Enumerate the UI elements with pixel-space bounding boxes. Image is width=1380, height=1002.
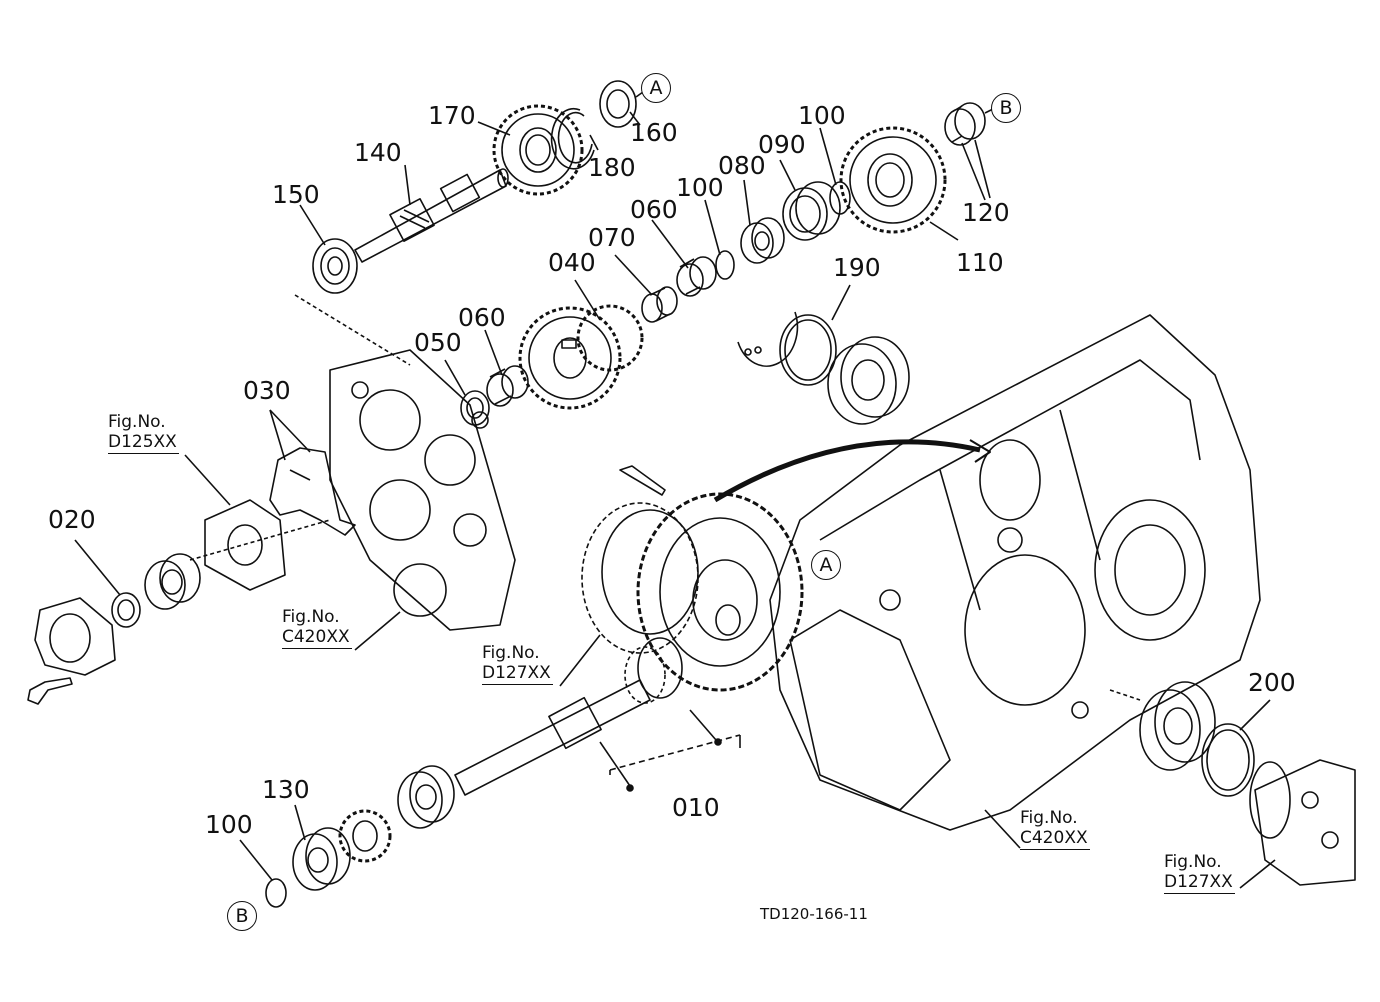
shaft-140-shape bbox=[354, 168, 509, 263]
needle-bearing-060b-shape bbox=[486, 365, 529, 407]
fig-ref-code: D127XX bbox=[1164, 872, 1235, 894]
fig-ref-d127xx-right: Fig.No. D127XX bbox=[1164, 852, 1235, 894]
ring-200-shape bbox=[1201, 723, 1255, 797]
part-label-180: 180 bbox=[588, 153, 636, 182]
part-label-140: 140 bbox=[354, 138, 402, 167]
part-label-150: 150 bbox=[272, 180, 320, 209]
bearing-left-shape bbox=[144, 553, 201, 610]
part-label-090: 090 bbox=[758, 130, 806, 159]
bearing-lower-shape bbox=[397, 765, 455, 829]
drawing-reference: TD120-166-11 bbox=[760, 905, 868, 923]
part-label-190: 190 bbox=[833, 253, 881, 282]
fig-ref-code: D127XX bbox=[482, 663, 553, 685]
part-label-080: 080 bbox=[718, 151, 766, 180]
marker-b-lower: B bbox=[227, 901, 257, 931]
bolt-left-shape bbox=[27, 677, 73, 705]
part-label-060-upper: 060 bbox=[630, 195, 678, 224]
fig-ref-prefix: Fig.No. bbox=[1164, 852, 1222, 872]
bearing-right-shape bbox=[827, 336, 910, 425]
fig-ref-code: D125XX bbox=[108, 432, 179, 454]
gear-110-shape bbox=[839, 126, 947, 234]
shaft-010-shape bbox=[454, 637, 683, 796]
snap-ring-100b-shape bbox=[715, 250, 735, 280]
snap-ring-180-shape bbox=[550, 107, 595, 170]
side-case-shape bbox=[329, 349, 516, 631]
fig-ref-prefix: Fig.No. bbox=[108, 412, 166, 432]
ring-190a-shape bbox=[737, 311, 799, 367]
part-label-020: 020 bbox=[48, 505, 96, 534]
fig-ref-d125xx: Fig.No. D125XX bbox=[108, 412, 179, 454]
ring-gear-shape bbox=[636, 492, 804, 692]
part-label-060-lower: 060 bbox=[458, 303, 506, 332]
fig-ref-code: C420XX bbox=[1020, 828, 1090, 850]
gear-040-shape bbox=[518, 304, 644, 410]
marker-a-case: A bbox=[811, 550, 841, 580]
fig-ref-prefix: Fig.No. bbox=[282, 607, 340, 627]
transmission-case-shape bbox=[769, 314, 1261, 831]
plate-left-shape bbox=[204, 499, 286, 591]
part-label-010: 010 bbox=[672, 793, 720, 822]
needle-bearing-120-shape bbox=[944, 102, 986, 146]
part-label-070: 070 bbox=[588, 223, 636, 252]
collar-070-shape bbox=[641, 286, 678, 323]
part-label-110: 110 bbox=[956, 248, 1004, 277]
seal-020-shape bbox=[111, 592, 141, 628]
part-label-130: 130 bbox=[262, 775, 310, 804]
bearing-200-shape bbox=[1139, 681, 1216, 771]
fig-ref-code: C420XX bbox=[282, 627, 352, 649]
cover-left-shape bbox=[34, 597, 116, 676]
bearing-160-shape bbox=[599, 80, 637, 128]
fig-ref-prefix: Fig.No. bbox=[1020, 808, 1078, 828]
bolt-top-shape bbox=[619, 465, 666, 496]
ring-190-shape bbox=[779, 314, 837, 386]
fig-ref-c420xx-right: Fig.No. C420XX bbox=[1020, 808, 1090, 850]
part-label-120: 120 bbox=[962, 198, 1010, 227]
snap-ring-100c-shape bbox=[265, 878, 287, 908]
part-label-100-lower: 100 bbox=[205, 810, 253, 839]
fig-ref-c420xx-left: Fig.No. C420XX bbox=[282, 607, 352, 649]
gear-170-shape bbox=[492, 104, 584, 196]
gear-lower-shape bbox=[338, 809, 392, 863]
bearing-150-shape bbox=[312, 238, 358, 294]
part-label-170: 170 bbox=[428, 101, 476, 130]
right-housing-shape bbox=[1249, 759, 1356, 886]
part-label-100-middle: 100 bbox=[676, 173, 724, 202]
fig-ref-prefix: Fig.No. bbox=[482, 643, 540, 663]
sleeve-090-shape bbox=[782, 181, 841, 241]
part-label-160: 160 bbox=[630, 118, 678, 147]
hub-130-shape bbox=[292, 827, 351, 891]
marker-b-upper: B bbox=[991, 93, 1021, 123]
fig-ref-d127xx-center: Fig.No. D127XX bbox=[482, 643, 553, 685]
marker-a-upper: A bbox=[641, 73, 671, 103]
needle-bearing-060a-shape bbox=[676, 256, 717, 297]
part-label-030: 030 bbox=[243, 376, 291, 405]
arrow-line-shape bbox=[713, 439, 981, 503]
part-label-100-upper: 100 bbox=[798, 101, 846, 130]
hub-080-shape bbox=[740, 217, 785, 264]
part-label-040: 040 bbox=[548, 248, 596, 277]
lever-030-shape bbox=[269, 447, 356, 536]
part-label-050: 050 bbox=[414, 328, 462, 357]
part-label-200: 200 bbox=[1248, 668, 1296, 697]
